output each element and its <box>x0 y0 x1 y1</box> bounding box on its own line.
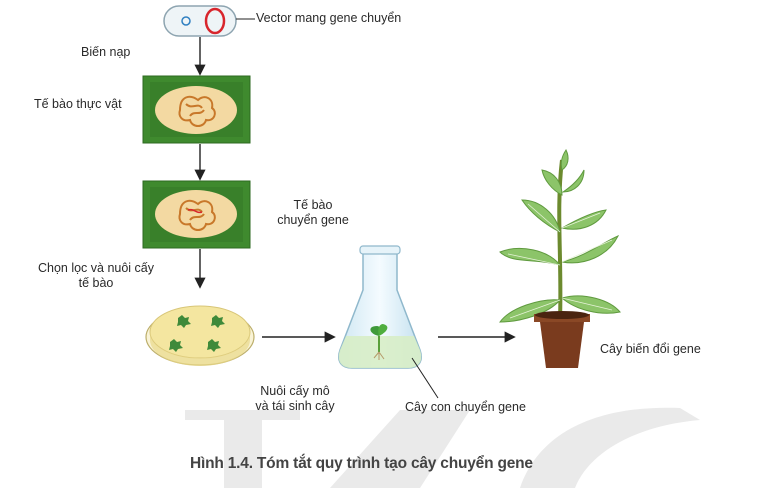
label-transgenic-cell: Tế bào chuyển gene <box>268 198 358 228</box>
vector-plasmid-icon <box>163 5 237 37</box>
label-plant-cell: Tế bào thực vật <box>34 97 122 111</box>
watermark-graphic <box>185 407 700 488</box>
figure-caption: Hình 1.4. Tóm tắt quy trình tạo cây chuy… <box>190 455 533 472</box>
label-tissue-culture: Nuôi cấy mô và tái sinh cây <box>240 384 350 414</box>
plant-cell-icon <box>142 75 251 144</box>
label-transgenic-cell-line2: chuyển gene <box>277 213 349 227</box>
label-seedling: Cây con chuyển gene <box>405 400 526 414</box>
label-selection-line1: Chọn lọc và nuôi cấy <box>37 261 155 275</box>
label-transformation: Biến nạp <box>81 45 131 59</box>
label-tissue-culture-line1: Nuôi cấy mô <box>260 384 330 398</box>
transgenic-cell-icon <box>142 180 251 249</box>
label-tissue-culture-line2: và tái sinh cây <box>255 399 335 413</box>
label-vector: Vector mang gene chuyển <box>256 11 402 25</box>
label-selection-line2: tế bào <box>78 276 114 290</box>
label-transgenic-cell-line1: Tế bào <box>293 198 333 212</box>
petri-dish-icon <box>145 305 255 366</box>
culture-flask-icon <box>338 245 422 369</box>
gm-plant-icon <box>499 149 621 368</box>
connector-seedling <box>411 357 439 399</box>
label-gm-plant: Cây biến đổi gene <box>600 342 701 356</box>
label-selection: Chọn lọc và nuôi cấy tế bào <box>16 261 176 291</box>
